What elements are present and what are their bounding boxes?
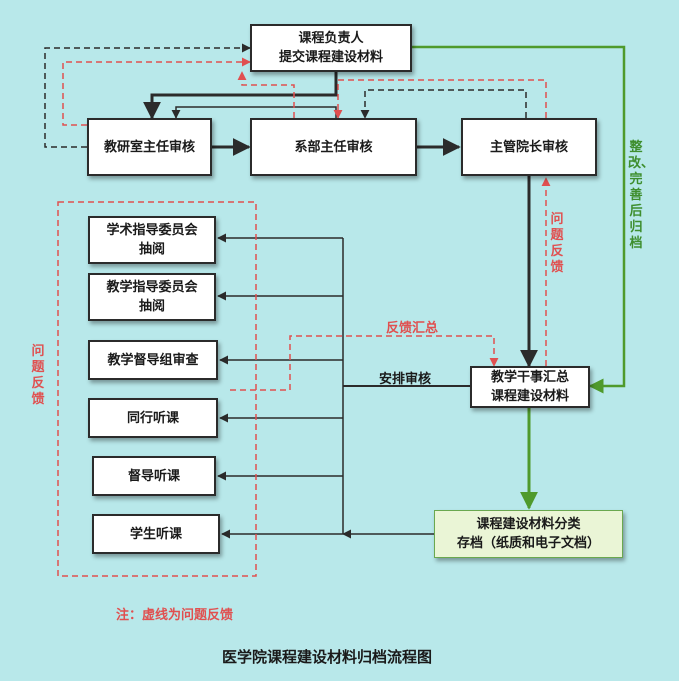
node-dept-head-label: 系部主任审核 xyxy=(294,139,373,155)
node-archive-line2: 存档（纸质和电子文档） xyxy=(456,536,600,551)
feedback-dept-to-submitter-red xyxy=(237,71,295,118)
label-rectify-archive: 整改、完善后归档 xyxy=(628,140,655,251)
node-student-observation[interactable]: 学生听课 xyxy=(92,514,220,554)
return-dept-to-office xyxy=(171,106,337,119)
node-student-observation-label: 学生听课 xyxy=(129,526,182,542)
node-dean-review[interactable]: 主管院长审核 xyxy=(461,118,597,176)
node-secretary-line1: 教学干事汇总 xyxy=(490,370,569,385)
label-feedback-summary: 反馈汇总 xyxy=(386,321,439,336)
node-secretary-line2: 课程建设材料 xyxy=(490,389,569,404)
feedback-office-to-submitter xyxy=(44,43,251,148)
node-archive-classification[interactable]: 课程建设材料分类 存档（纸质和电子文档） xyxy=(434,510,623,558)
node-teaching-office-label: 教研室主任审核 xyxy=(103,139,195,155)
node-academic-committee-line2: 抽阅 xyxy=(138,242,165,257)
node-peer-observation-label: 同行听课 xyxy=(126,410,179,426)
feedback-dean-to-dept-red xyxy=(333,79,547,119)
label-feedback-left: 问题反馈 xyxy=(31,344,45,407)
node-dept-head-review[interactable]: 系部主任审核 xyxy=(250,118,417,176)
node-course-leader-line2: 提交课程建设材料 xyxy=(278,50,383,65)
feedback-office-to-submitter-red xyxy=(62,57,251,126)
feedback-summary-red xyxy=(230,335,499,391)
node-peer-observation[interactable]: 同行听课 xyxy=(88,398,218,438)
label-arrange-review: 安排审核 xyxy=(379,372,432,387)
node-supervisor-observation-label: 督导听课 xyxy=(127,468,180,484)
node-academic-committee-line1: 学术指导委员会 xyxy=(106,223,198,238)
node-teaching-committee-line1: 教学指导委员会 xyxy=(106,280,198,295)
page-title: 医学院课程建设材料归档流程图 xyxy=(222,648,433,666)
node-teaching-committee-line2: 抽阅 xyxy=(138,299,165,314)
archive-return-green xyxy=(412,45,626,394)
node-supervision-group-label: 教学督导组审查 xyxy=(107,352,199,368)
label-note: 注：虚线为问题反馈 xyxy=(116,608,234,623)
flow-submit-to-teaching-office xyxy=(143,72,338,120)
node-dean-label: 主管院长审核 xyxy=(489,139,568,155)
feedback-group-border xyxy=(57,201,257,577)
node-course-leader-line1: 课程负责人 xyxy=(298,31,364,46)
label-feedback-right: 问题反馈 xyxy=(550,212,564,275)
feedback-dean-to-dept xyxy=(360,89,527,119)
node-supervisor-observation[interactable]: 督导听课 xyxy=(92,456,216,496)
node-secretary-summary[interactable]: 教学干事汇总 课程建设材料 xyxy=(470,366,590,408)
node-teaching-committee[interactable]: 教学指导委员会 抽阅 xyxy=(88,273,216,321)
node-academic-committee[interactable]: 学术指导委员会 抽阅 xyxy=(88,216,216,264)
node-supervision-group[interactable]: 教学督导组审查 xyxy=(88,340,218,380)
node-teaching-office-review[interactable]: 教研室主任审核 xyxy=(87,118,212,176)
node-archive-line1: 课程建设材料分类 xyxy=(476,517,581,532)
node-course-leader[interactable]: 课程负责人 提交课程建设材料 xyxy=(250,24,412,72)
